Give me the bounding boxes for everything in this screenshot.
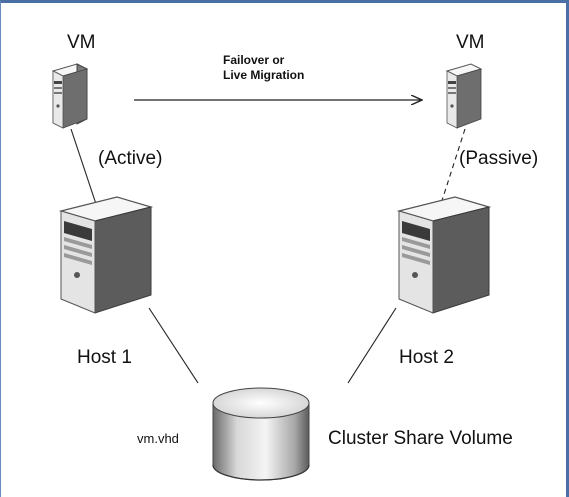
vm-left-label: VM xyxy=(67,32,96,53)
server-tower-icon xyxy=(55,191,155,322)
host2-label: Host 2 xyxy=(399,347,454,368)
connector-lines xyxy=(70,3,466,384)
passive-state-label: (Passive) xyxy=(459,148,539,169)
host2-storage-line xyxy=(347,307,397,384)
database-disk-icon xyxy=(209,385,313,490)
migration-arrow-label-line1: Failover or xyxy=(223,53,285,67)
active-link-line xyxy=(70,128,100,214)
host1-label: Host 1 xyxy=(77,347,132,368)
vm-right-label: VM xyxy=(456,32,485,53)
passive-link-line xyxy=(437,128,466,214)
server-tower-icon xyxy=(49,61,91,136)
active-state-label: (Active) xyxy=(98,148,163,169)
server-tower-icon xyxy=(393,191,493,322)
server-tower-icon xyxy=(443,61,485,136)
vhd-file-label: vm.vhd xyxy=(137,431,179,446)
cluster-share-volume-label: Cluster Share Volume xyxy=(328,428,513,449)
migration-arrow-label: Failover or Live Migration xyxy=(223,53,304,83)
migration-arrow-label-line2: Live Migration xyxy=(223,68,305,82)
host1-storage-line xyxy=(148,307,199,384)
